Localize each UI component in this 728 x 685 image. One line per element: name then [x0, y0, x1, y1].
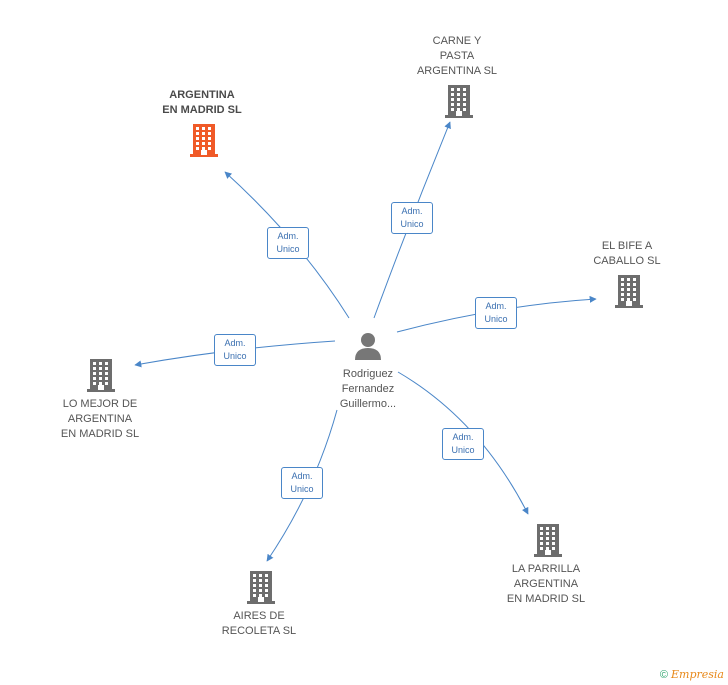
building-icon-carne-y-pasta[interactable] — [444, 84, 474, 123]
building-icon-el-bife-a-caballo[interactable] — [614, 274, 644, 313]
company-name-la-parrilla-argentina[interactable]: LA PARRILLA ARGENTINA EN MADRID SL — [506, 563, 586, 605]
building-icon-aires-de-recoleta[interactable] — [246, 570, 276, 609]
company-name-lo-mejor-de-argentina[interactable]: LO MEJOR DE ARGENTINA EN MADRID SL — [60, 398, 140, 440]
footer-brand: © Empresia — [660, 668, 724, 681]
edge-label-carne-y-pasta[interactable]: Adm. Unico — [391, 202, 433, 234]
edge-label-argentina-en-madrid[interactable]: Adm. Unico — [267, 227, 309, 259]
company-name-argentina-en-madrid[interactable]: ARGENTINA EN MADRID SL — [162, 89, 242, 116]
company-name-el-bife-a-caballo[interactable]: EL BIFE A CABALLO SL — [593, 240, 661, 267]
edge-label-aires-de-recoleta[interactable]: Adm. Unico — [281, 467, 323, 499]
copyright-symbol: © — [659, 669, 668, 681]
company-name-carne-y-pasta[interactable]: CARNE Y PASTA ARGENTINA SL — [416, 35, 498, 77]
brand-logo-text[interactable]: Empresia — [671, 668, 724, 681]
person-name[interactable]: Rodriguez Fernandez Guillermo... — [339, 368, 397, 410]
edge-label-la-parrilla-argentina[interactable]: Adm. Unico — [442, 428, 484, 460]
edge-label-el-bife-a-caballo[interactable]: Adm. Unico — [475, 297, 517, 329]
building-icon-la-parrilla-argentina[interactable] — [533, 523, 563, 562]
person-icon[interactable] — [353, 331, 383, 366]
edge-label-lo-mejor-de-argentina[interactable]: Adm. Unico — [214, 334, 256, 366]
building-icon-lo-mejor-de-argentina[interactable] — [86, 358, 116, 397]
company-name-aires-de-recoleta[interactable]: AIRES DE RECOLETA SL — [221, 610, 297, 637]
building-icon-argentina-en-madrid[interactable] — [189, 123, 219, 162]
